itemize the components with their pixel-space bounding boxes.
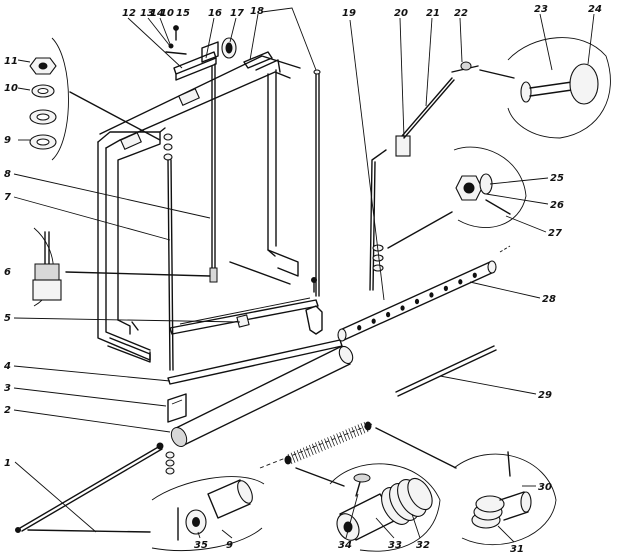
tube-hole [443, 285, 448, 292]
spring-coil [315, 442, 320, 453]
tube-hole [458, 279, 463, 285]
spring-coil [305, 446, 311, 457]
callout-10-top: 10 [160, 8, 174, 19]
top-bracket-assembly [165, 25, 281, 283]
spring-coil [299, 448, 305, 460]
callout-3: 3 [4, 383, 11, 394]
spring-assembly [259, 421, 457, 552]
right-bottom-bubble [453, 451, 557, 546]
callout-1: 1 [4, 458, 11, 469]
right-shafts [337, 245, 511, 397]
callout-6: 6 [4, 267, 11, 278]
spring-coil [290, 452, 296, 463]
callout-26: 26 [550, 200, 564, 211]
callout-4: 4 [3, 361, 11, 372]
callout-29: 29 [538, 390, 552, 401]
spring-coil [351, 426, 357, 438]
spring-coil [324, 438, 329, 449]
callout-22: 22 [454, 8, 468, 19]
callout-16: 16 [208, 8, 222, 19]
callout-33: 33 [388, 540, 402, 551]
callout-27: 27 [548, 228, 562, 239]
spring-coil [339, 432, 345, 443]
spring-coil [345, 429, 351, 440]
callout-35: 35 [194, 540, 208, 551]
callout-12: 12 [122, 8, 136, 19]
tube-hole [386, 311, 391, 318]
callout-18: 18 [250, 6, 264, 17]
callout-5: 5 [4, 313, 11, 324]
spring-coil [330, 435, 335, 447]
callout-7: 7 [4, 192, 11, 203]
tube-hole [371, 318, 376, 324]
tall-rod [311, 69, 321, 297]
callout-14: 14 [150, 8, 164, 19]
leader-lines [13, 7, 595, 543]
callout-9-bottom: 9 [226, 540, 233, 551]
spring-coil [360, 423, 366, 434]
callout-2: 2 [4, 405, 11, 416]
callout-32: 32 [416, 540, 430, 551]
callout-28: 28 [542, 294, 556, 305]
tube-hole [414, 298, 420, 305]
spring-coil [342, 430, 348, 442]
spring-coil [357, 424, 363, 435]
spring-coil [327, 437, 332, 448]
tube-holes [357, 272, 477, 331]
callout-13: 13 [140, 8, 154, 19]
tube-hole [400, 305, 405, 311]
callout-9-top: 9 [4, 135, 11, 146]
tube-hole [357, 325, 362, 331]
spring-coil [333, 434, 338, 445]
callout-17: 17 [230, 8, 244, 19]
spring-coil [336, 433, 341, 444]
callout-15: 15 [176, 8, 190, 19]
callout-21: 21 [426, 8, 440, 19]
callout-11: 11 [4, 56, 18, 67]
left-detail-bubble [29, 37, 161, 161]
spring-coil [348, 428, 354, 439]
spring-coil [296, 450, 302, 461]
spring-coil [293, 451, 299, 462]
callout-34: 34 [338, 540, 352, 551]
main-frame [97, 55, 323, 363]
spring-coil [308, 444, 314, 456]
callout-24: 24 [588, 4, 602, 15]
spring-coil [321, 439, 326, 451]
callout-25: 25 [550, 173, 564, 184]
callout-8: 8 [4, 169, 11, 180]
spring-coil [354, 425, 360, 436]
callout-23: 23 [534, 4, 548, 15]
bottom-detail-bubble [151, 476, 265, 551]
tube-hole [429, 292, 434, 298]
top-right-bubble [479, 37, 611, 139]
fastener-stack [163, 133, 174, 371]
middle-right-bubble [387, 146, 527, 249]
spring-coil [318, 441, 323, 452]
callout-30: 30 [538, 482, 552, 493]
callout-labels: 1 2 3 4 5 6 7 8 9 9 10 10 11 12 13 14 15… [3, 4, 602, 555]
bush-part-6 [32, 227, 211, 307]
spring [287, 421, 369, 465]
tube-hole [472, 272, 477, 278]
linkage-assembly [349, 19, 479, 301]
callout-20: 20 [394, 8, 408, 19]
front-parts [15, 339, 354, 533]
callout-19: 19 [342, 8, 356, 19]
spring-coil [302, 447, 308, 458]
callout-31: 31 [510, 544, 524, 555]
callout-10-left: 10 [4, 83, 18, 94]
spring-coil [311, 443, 317, 454]
